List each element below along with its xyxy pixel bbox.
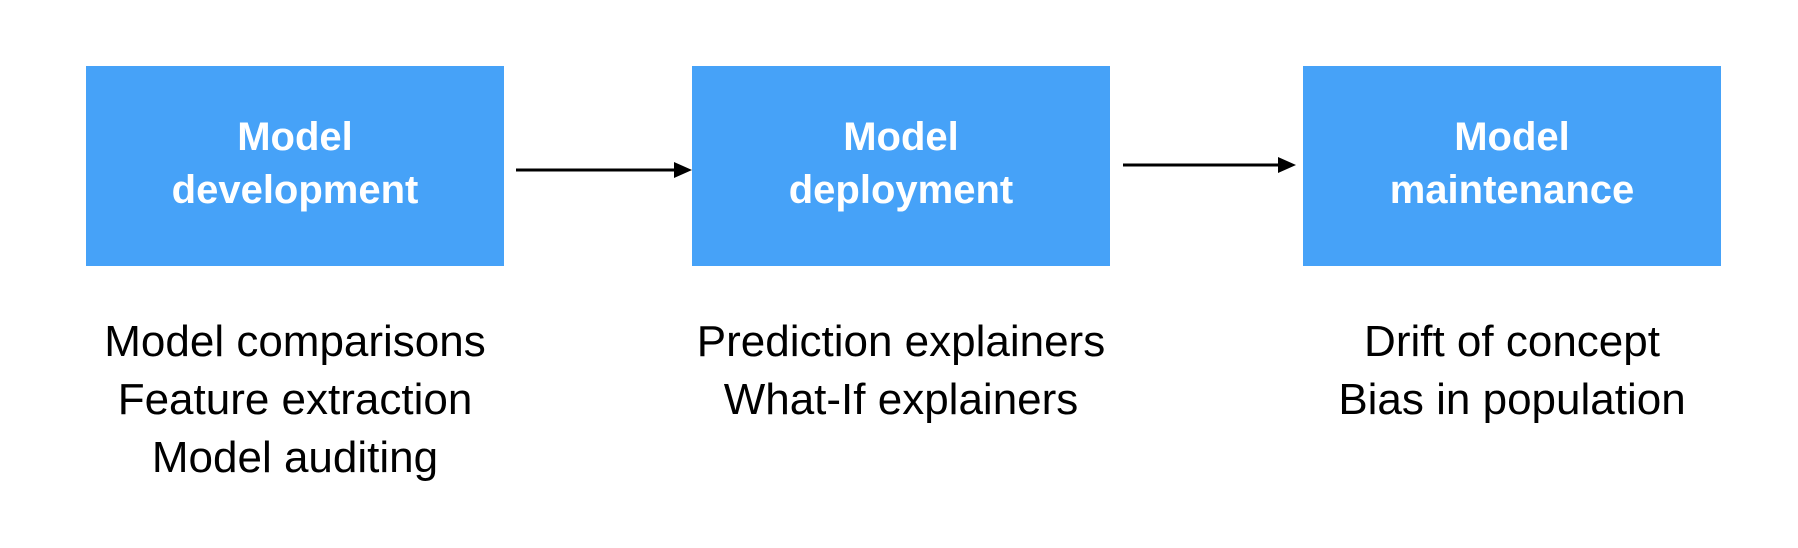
arrow-1-head — [674, 162, 692, 178]
stage-box-model-deployment: Model deployment — [692, 66, 1110, 266]
stage-title-line1: Model — [843, 115, 959, 159]
arrow-2-to-3 — [1123, 157, 1296, 173]
note-item: What-If explainers — [723, 375, 1079, 424]
arrow-2-head — [1278, 157, 1296, 173]
stage-title-line2: maintenance — [1389, 168, 1635, 212]
stage-notes-model-development: Model comparisons Feature extraction Mod… — [35, 313, 555, 487]
stage-title-line2: deployment — [788, 168, 1014, 212]
stage-box-model-development: Model development — [86, 66, 504, 266]
note-item: Model auditing — [151, 433, 439, 482]
note-item: Drift of concept — [1364, 317, 1660, 366]
stage-notes-model-deployment: Prediction explainers What-If explainers — [641, 313, 1161, 429]
note-item: Model comparisons — [104, 317, 486, 366]
note-item: Feature extraction — [117, 375, 473, 424]
stage-title-line1: Model — [1454, 115, 1570, 159]
stage-notes-model-maintenance: Drift of concept Bias in population — [1252, 313, 1772, 429]
stage-title-line2: development — [171, 168, 419, 212]
stage-box-model-maintenance: Model maintenance — [1303, 66, 1721, 266]
note-item: Bias in population — [1338, 375, 1686, 424]
stage-title-line1: Model — [237, 115, 353, 159]
note-item: Prediction explainers — [696, 317, 1106, 366]
arrow-1-to-2 — [516, 162, 692, 178]
